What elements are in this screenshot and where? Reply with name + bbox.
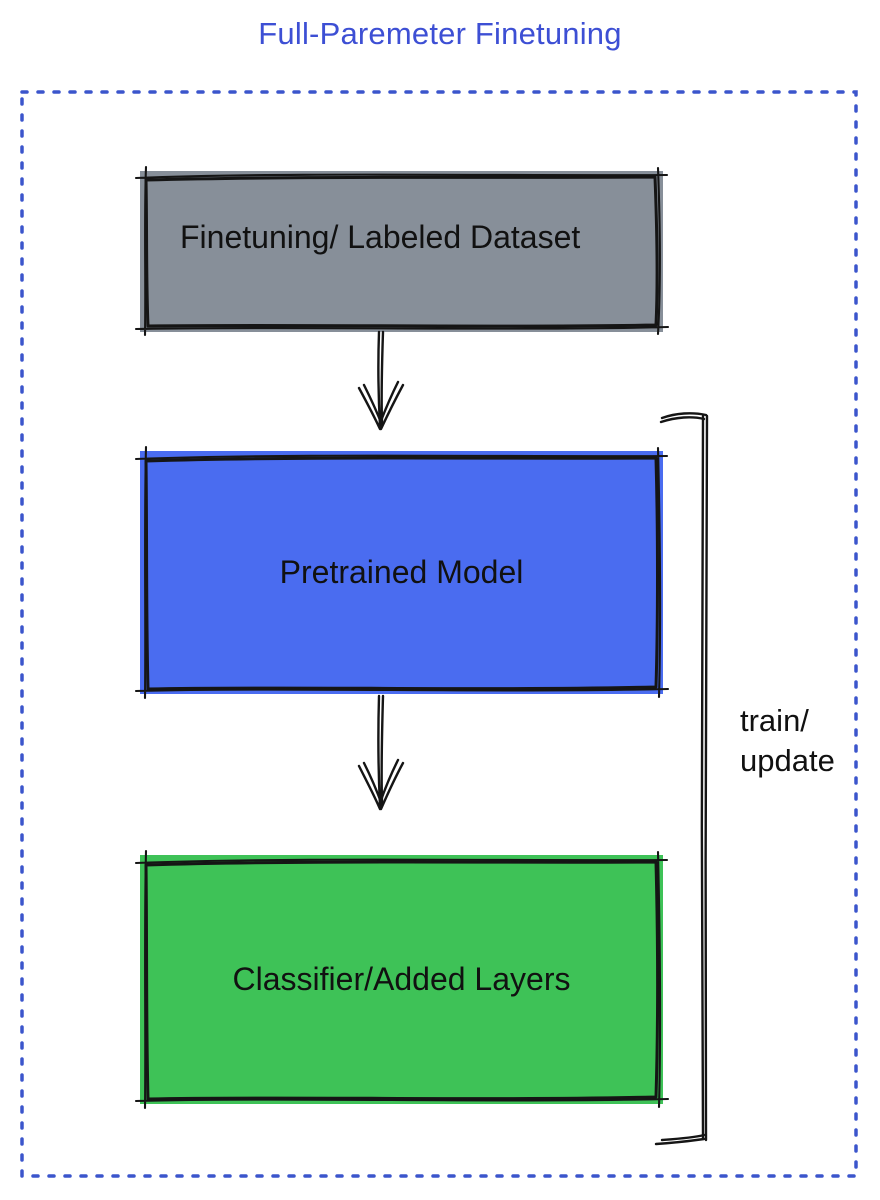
box-finetuning-dataset: Finetuning/ Labeled Dataset [134, 165, 670, 337]
arrow-down-icon [357, 330, 405, 431]
box-label-classifier-added-layers: Classifier/Added Layers [232, 961, 571, 997]
train-update-bracket-icon [654, 412, 709, 1146]
arrow-down-icon [357, 694, 405, 811]
box-label-finetuning-dataset: Finetuning/ Labeled Dataset [180, 219, 581, 255]
box-label-pretrained-model: Pretrained Model [279, 554, 524, 590]
diagram-title: Full-Paremeter Finetuning [258, 16, 622, 51]
dashed-boundary [20, 90, 858, 1178]
box-classifier-added-layers: Classifier/Added Layers [134, 849, 670, 1110]
box-pretrained-model: Pretrained Model [134, 445, 670, 700]
train-update-label: train/ update [740, 703, 835, 778]
